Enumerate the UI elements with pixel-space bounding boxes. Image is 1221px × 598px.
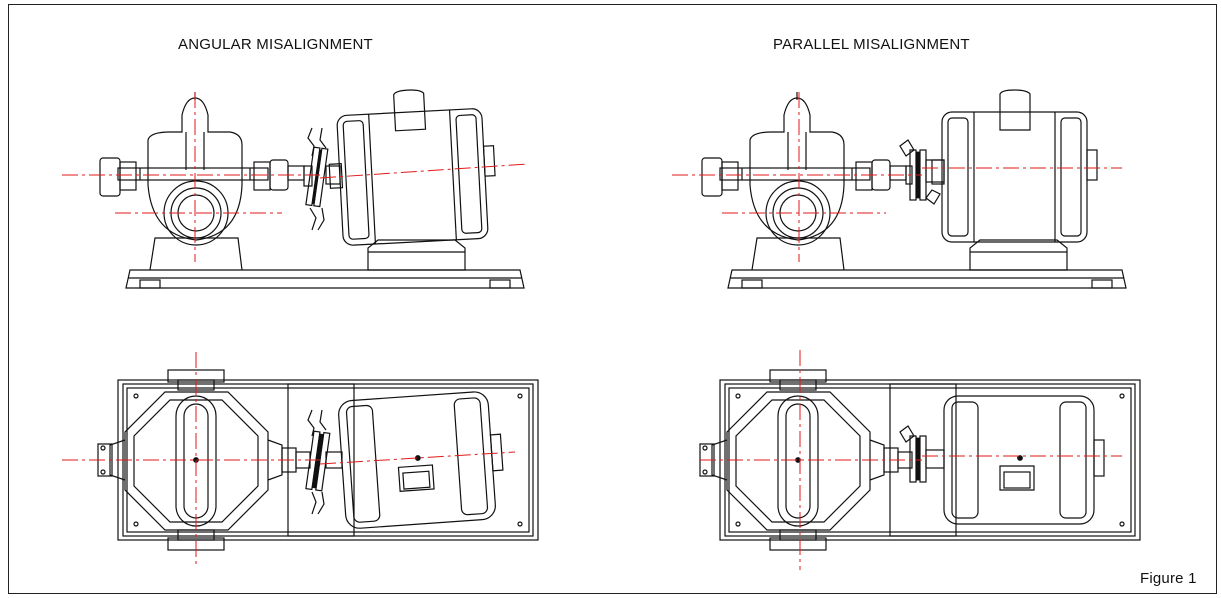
angular-misalignment-title: ANGULAR MISALIGNMENT bbox=[178, 36, 373, 53]
parallel-top-view bbox=[699, 350, 1141, 570]
drawing-frame bbox=[8, 4, 1217, 594]
parallel-misalignment-title: PARALLEL MISALIGNMENT bbox=[773, 36, 970, 53]
figure-label: Figure 1 bbox=[1140, 570, 1197, 587]
parallel-side-view bbox=[672, 89, 1127, 289]
angular-side-view bbox=[62, 85, 529, 289]
angular-top-view bbox=[62, 352, 539, 568]
